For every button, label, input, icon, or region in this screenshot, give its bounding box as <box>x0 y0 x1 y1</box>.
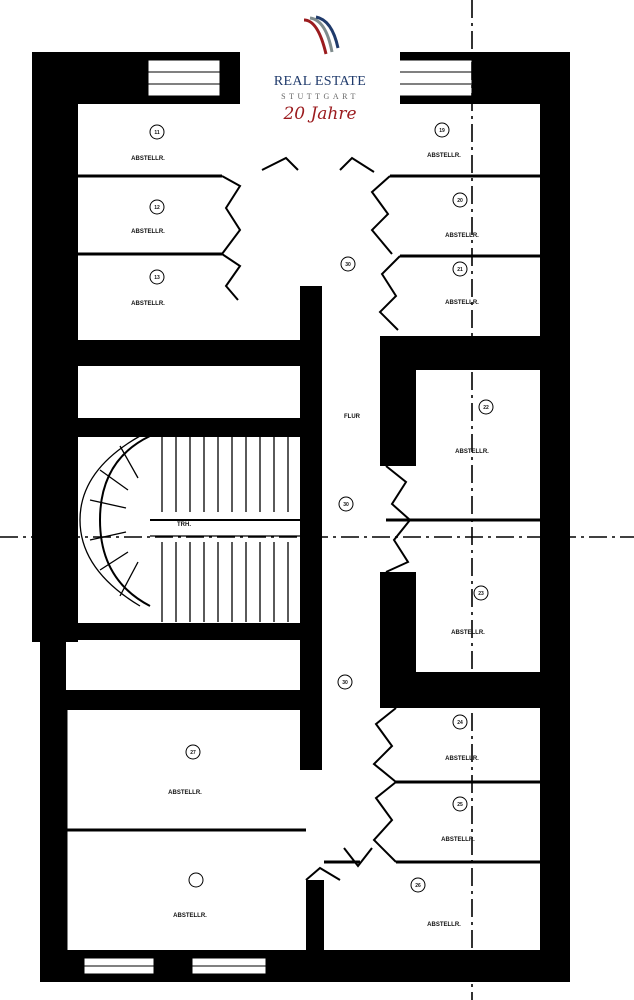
outer-wall-left-upper <box>32 52 78 642</box>
logo-swoosh-icon <box>303 15 340 55</box>
room-27-label: ABSTELLR. <box>168 790 202 796</box>
room-26: 26 ABSTELLR. <box>410 877 461 928</box>
room-26-label: ABSTELLR. <box>427 922 461 928</box>
window-top-left <box>147 59 221 97</box>
logo-tagline: 20 Jahre <box>283 104 357 124</box>
company-logo: REAL ESTATE STUTTGART 20 Jahre <box>240 0 400 124</box>
stair-outline <box>71 435 319 625</box>
wall-corridor-left <box>300 286 322 766</box>
room-22-number: 22 <box>483 405 489 411</box>
room-25: 25 ABSTELLR. <box>441 796 475 843</box>
wall-right-block-left <box>380 336 416 466</box>
room-20-label: ABSTELLR. <box>445 233 479 239</box>
corridor-marker-2-text: 30 <box>343 502 349 508</box>
wall-lower-left-stub <box>300 710 322 770</box>
room-21-number: 21 <box>457 267 463 273</box>
room-21-label: ABSTELLR. <box>445 300 479 306</box>
wall-upper-band <box>72 340 322 366</box>
stair-winders <box>89 445 139 597</box>
corridor-label: FLUR <box>344 414 361 420</box>
room-23-label: ABSTELLR. <box>451 630 485 636</box>
room-27-number: 27 <box>190 750 196 756</box>
windows <box>83 59 473 975</box>
room-22-label: ABSTELLR. <box>455 449 489 455</box>
corridor-marker-1: 30 <box>340 256 356 272</box>
corridor-marker-3-text: 30 <box>342 680 348 686</box>
room-11: 11 ABSTELLR. <box>131 124 165 162</box>
room-24: 24 ABSTELLR. <box>445 714 479 762</box>
room-12: 12 ABSTELLR. <box>131 199 165 235</box>
room-26-number: 26 <box>415 883 421 889</box>
wall-stair-bottom <box>60 624 322 640</box>
corridor-marker-1-text: 30 <box>345 262 351 268</box>
wall-stair-top <box>72 418 322 436</box>
window-top-right <box>397 59 473 97</box>
room-13: 13 ABSTELLR. <box>131 269 165 307</box>
stair-treads-lower <box>161 542 289 622</box>
wall-lower-band <box>60 690 322 710</box>
corridor-marker-3: 30 <box>337 674 353 690</box>
room-12-number: 12 <box>154 205 160 211</box>
logo-brand: REAL ESTATE <box>273 74 367 89</box>
room-12-label: ABSTELLR. <box>131 229 165 235</box>
room-25-label: ABSTELLR. <box>441 837 475 843</box>
room-27b: ABSTELLR. <box>173 872 207 919</box>
wall-bottom-center <box>306 880 324 960</box>
room-19-label: ABSTELLR. <box>427 153 461 159</box>
corridor-marker-2: 30 <box>338 496 354 512</box>
stair-direction-arrow <box>301 566 320 592</box>
partitions <box>64 174 540 950</box>
room-27b-label: ABSTELLR. <box>173 913 207 919</box>
outer-wall-right <box>540 52 570 982</box>
room-11-label: ABSTELLR. <box>131 156 165 162</box>
room-24-number: 24 <box>457 720 463 726</box>
walls <box>32 52 570 982</box>
room-20-number: 20 <box>457 198 463 204</box>
room-25-number: 25 <box>457 802 463 808</box>
wall-right-block-bottom <box>380 672 570 708</box>
room-labels: 11 ABSTELLR. 12 ABSTELLR. 13 ABSTELLR. 1… <box>131 122 494 928</box>
room-24-label: ABSTELLR. <box>445 756 479 762</box>
room-13-number: 13 <box>154 275 160 281</box>
room-27: 27 ABSTELLR. <box>168 744 202 796</box>
room-23: 23 ABSTELLR. <box>451 585 489 636</box>
room-21: 21 ABSTELLR. <box>445 261 479 306</box>
room-19: 19 ABSTELLR. <box>427 122 461 159</box>
logo-city: STUTTGART <box>281 92 359 101</box>
room-13-label: ABSTELLR. <box>131 301 165 307</box>
doors <box>221 156 412 881</box>
room-19-number: 19 <box>439 128 445 134</box>
room-20: 20 ABSTELLR. <box>445 192 479 239</box>
room-11-number: 11 <box>154 130 160 136</box>
outer-wall-left-lower <box>40 630 66 982</box>
room-23-number: 23 <box>478 591 484 597</box>
staircase <box>71 435 320 625</box>
stair-treads-upper <box>161 436 303 512</box>
stair-label: TRH. <box>177 522 191 528</box>
room-22: 22 ABSTELLR. <box>455 399 494 455</box>
